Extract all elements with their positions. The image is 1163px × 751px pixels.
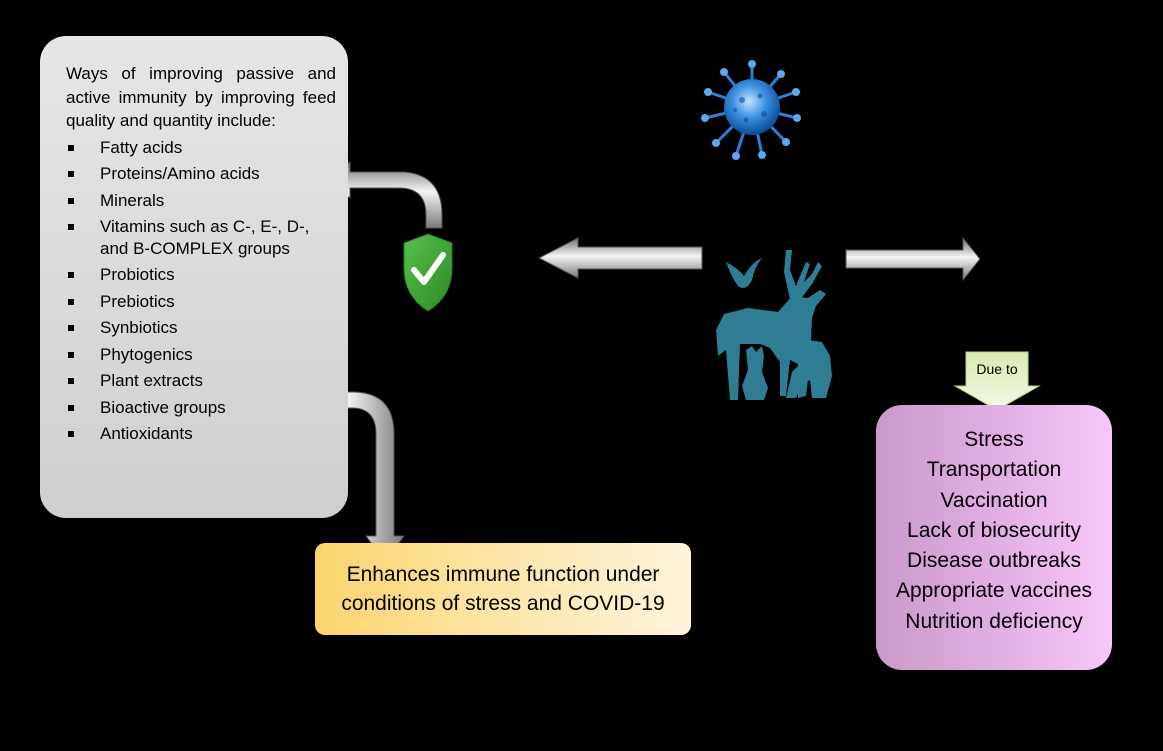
bullet-icon xyxy=(68,378,74,384)
bullet-icon xyxy=(68,224,74,230)
bullet-icon xyxy=(68,404,74,411)
list-item: Phytogenics xyxy=(66,342,336,369)
animals-silhouette-icon xyxy=(716,250,832,400)
immune-function-text: Enhances immune function under condition… xyxy=(341,563,665,615)
list-item: Transportation xyxy=(926,458,1062,482)
list-item: Appropriate vaccines xyxy=(895,579,1093,603)
list-item-text: Antioxidants xyxy=(100,424,193,443)
list-item: Plant extracts xyxy=(66,368,336,395)
list-item: Proteins/Amino acids xyxy=(66,161,336,188)
bullet-icon xyxy=(68,144,74,151)
list-item-text: Phytogenics xyxy=(100,344,193,364)
bullet-icon xyxy=(68,351,74,358)
bullet-icon xyxy=(68,431,74,437)
list-item: Prebiotics xyxy=(66,289,336,316)
list-item-text: Fatty acids xyxy=(100,137,183,157)
arrow-right xyxy=(845,236,981,282)
list-item-text: Minerals xyxy=(100,190,165,210)
feed-immunity-intro: Ways of improving passive and active imm… xyxy=(66,64,336,130)
shield-check-icon xyxy=(403,233,453,312)
list-item: Nutrition deficiency xyxy=(905,609,1083,633)
list-item: Fatty acids xyxy=(66,135,336,162)
list-item: Vitamins such as C-, E-, D-, and B-COMPL… xyxy=(66,216,336,260)
bullet-icon xyxy=(68,272,74,278)
immune-function-box: Enhances immune function under condition… xyxy=(315,543,691,635)
due-to-label: Due to xyxy=(976,361,1018,377)
list-item-text: Proteins/Amino acids xyxy=(100,164,260,183)
bullet-icon xyxy=(68,298,74,305)
list-item: Disease outbreaks xyxy=(907,549,1081,573)
list-item: Probiotics xyxy=(66,262,336,289)
list-item: Stress xyxy=(964,428,1024,451)
list-item: Synbiotics xyxy=(66,315,336,342)
bullet-icon xyxy=(68,171,74,177)
list-item: Antioxidants xyxy=(66,421,336,448)
bullet-icon xyxy=(68,325,74,331)
virus-icon xyxy=(701,60,801,160)
list-item-text: Prebiotics xyxy=(100,291,175,311)
list-item-text: Synbiotics xyxy=(100,318,178,337)
list-item: Vaccination xyxy=(940,488,1048,512)
arrow-left xyxy=(537,237,703,279)
list-item-text: Plant extracts xyxy=(100,371,203,390)
bullet-icon xyxy=(68,197,74,204)
list-item: Minerals xyxy=(66,188,336,215)
feed-immunity-box: Ways of improving passive and active imm… xyxy=(40,36,348,518)
list-item-text: Vitamins such as C-, E-, D-, and B-COMPL… xyxy=(100,217,310,258)
list-item: Bioactive groups xyxy=(66,395,336,422)
list-item: Lack of biosecurity xyxy=(907,518,1081,542)
due-to-arrow xyxy=(953,351,1041,411)
list-item-text: Probiotics xyxy=(100,265,175,284)
list-item-text: Bioactive groups xyxy=(100,397,226,417)
